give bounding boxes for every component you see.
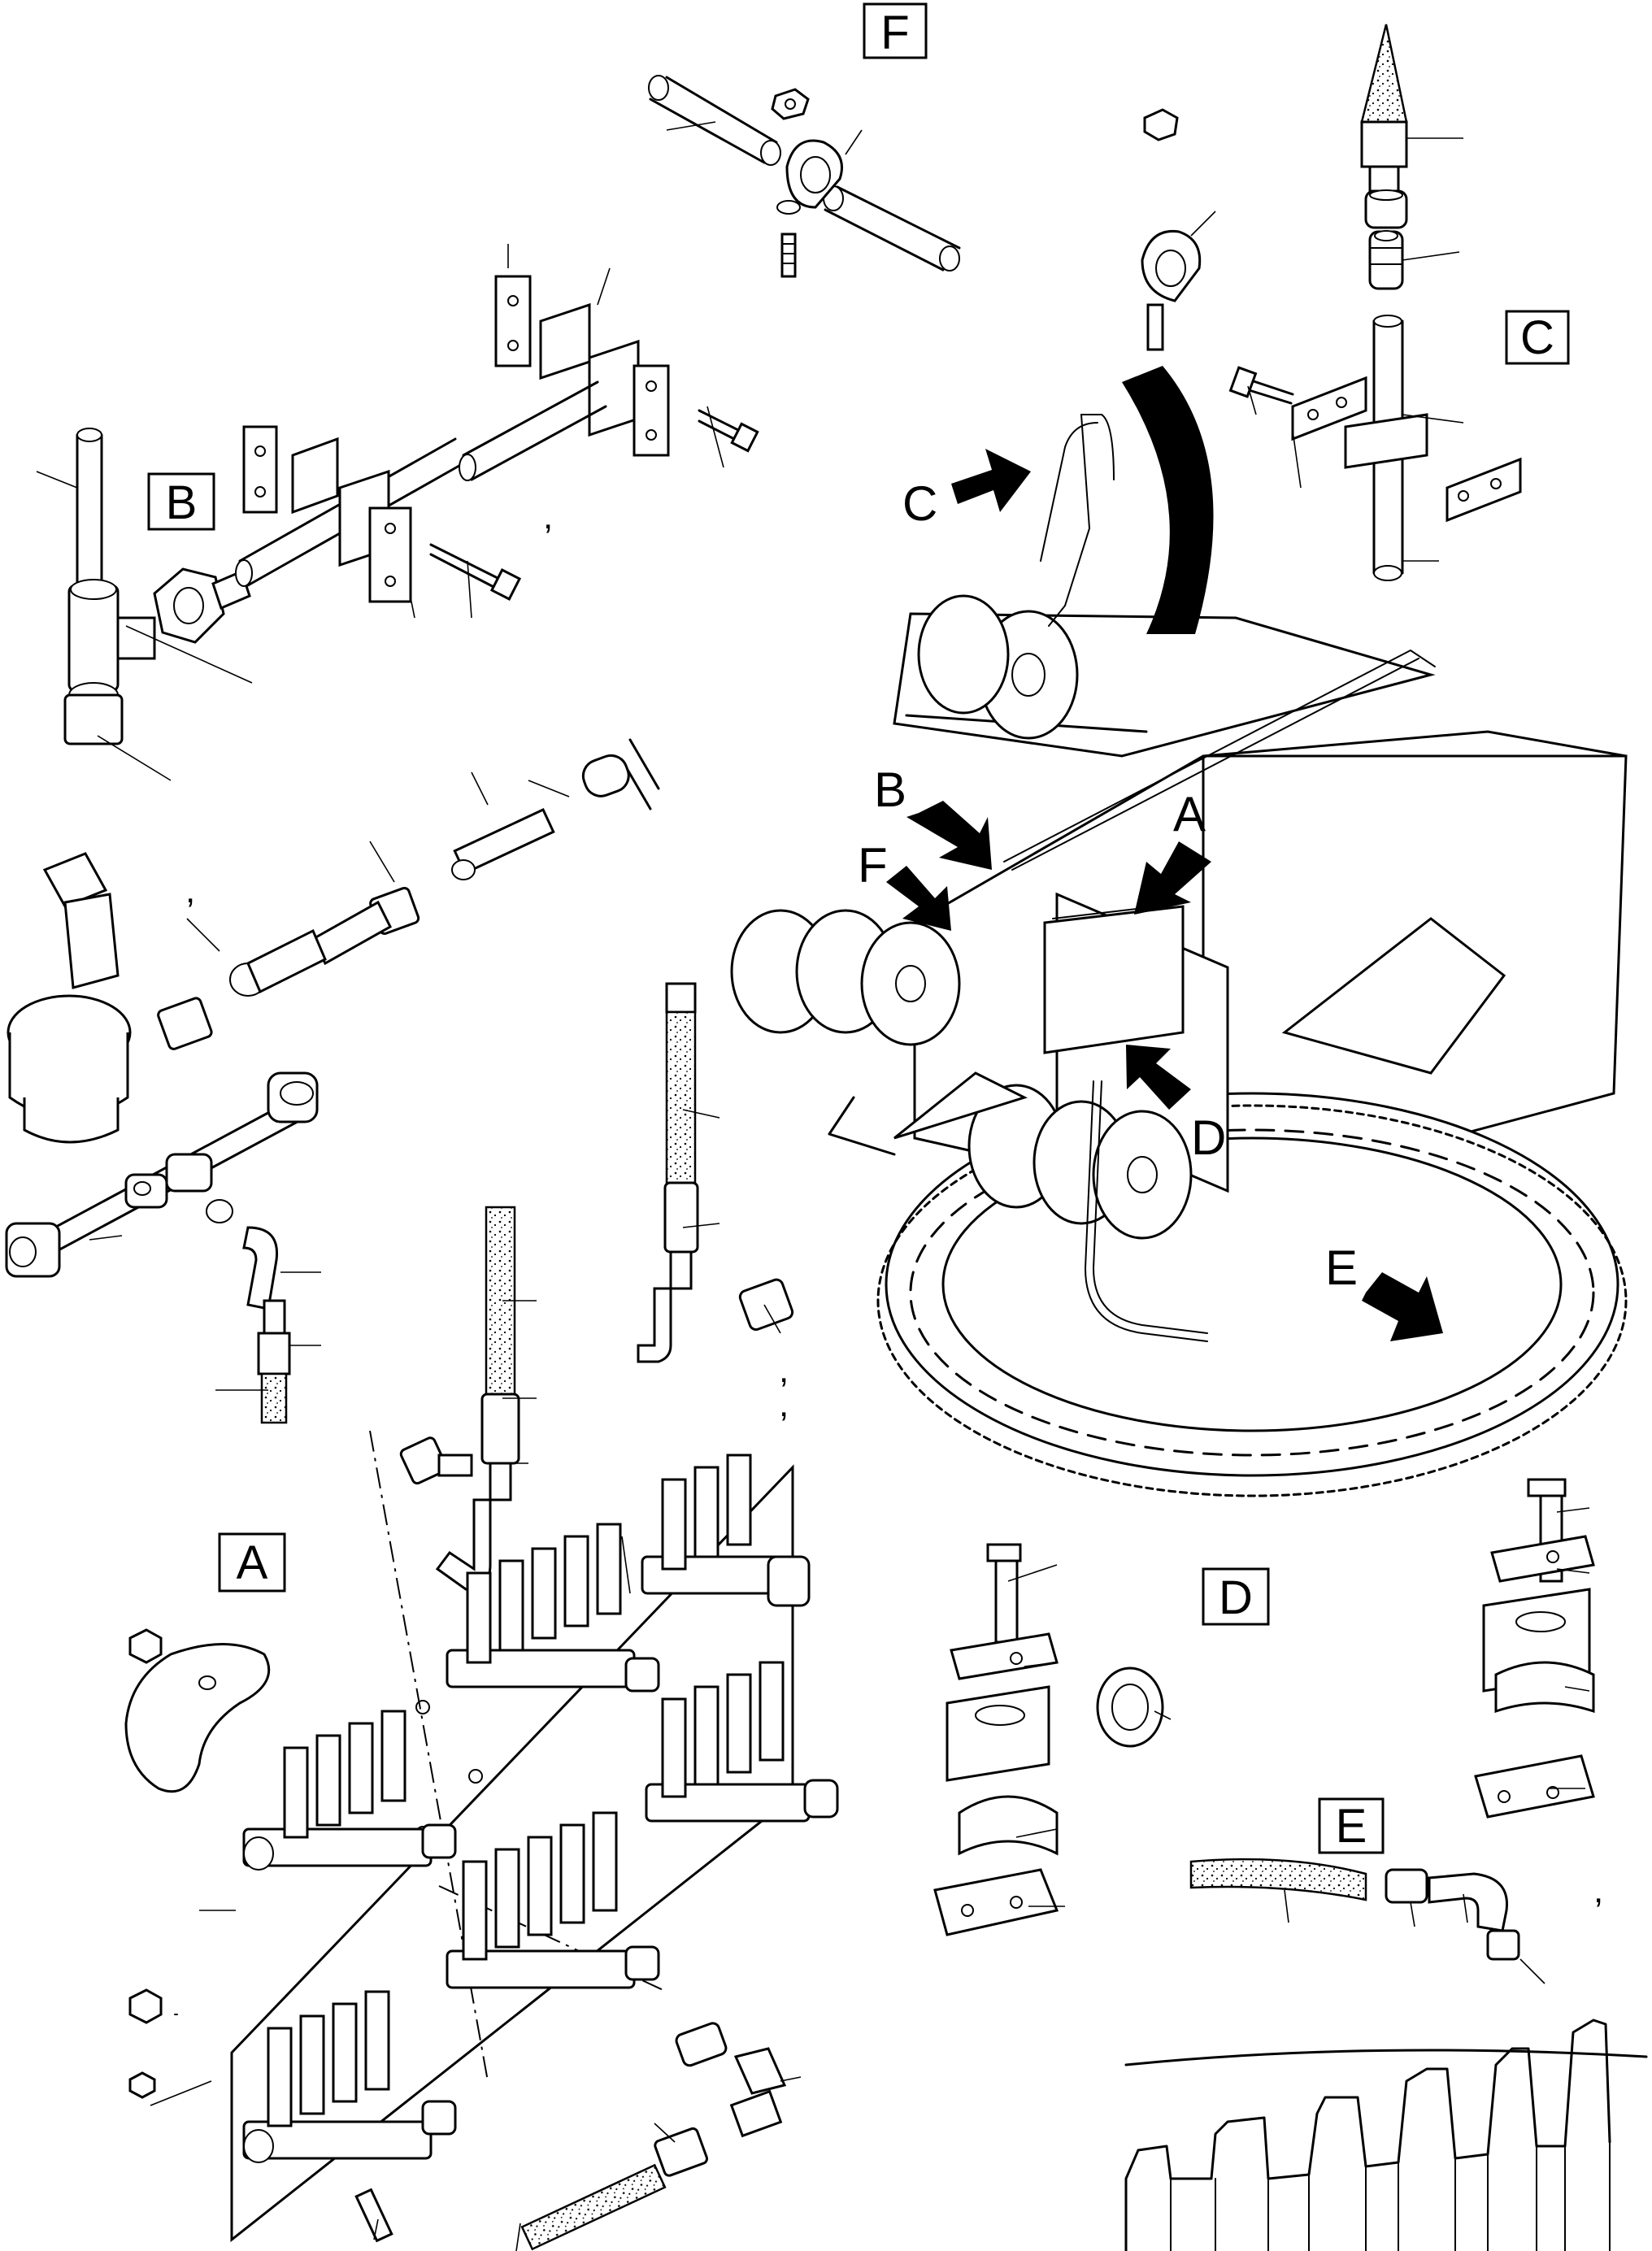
tee-fitting-b xyxy=(63,579,156,745)
svg-text:A: A xyxy=(1173,787,1206,841)
sheave-set-lower xyxy=(967,1084,1193,1240)
pipe-segment-right xyxy=(823,185,961,272)
distribution-block-mount xyxy=(1043,903,1185,1054)
pipe-clamp-f xyxy=(785,139,843,209)
elbow-fitting-e xyxy=(1428,1872,1520,1961)
svg-text:C: C xyxy=(902,476,937,531)
center-hose-assemblies: , , xyxy=(399,982,794,1591)
ring-gear-teeth-section xyxy=(1124,2019,1648,2251)
vertical-tube-b xyxy=(76,428,103,587)
boom-gusset xyxy=(828,1071,1028,1156)
pointer-e: E xyxy=(1325,1241,1443,1341)
detail-c-assembly: C xyxy=(1228,24,1570,581)
distributor-block-5 xyxy=(446,1811,636,1989)
sheave-set-middle xyxy=(730,909,961,1046)
bolt-b xyxy=(429,543,522,601)
separator-comma: , xyxy=(779,1350,789,1390)
callout-box-f xyxy=(863,2,928,59)
pointer-d: D xyxy=(1126,1045,1226,1165)
callout-label-f: F xyxy=(880,7,909,59)
svg-text:E: E xyxy=(1325,1241,1358,1295)
svg-text:D: D xyxy=(1191,1110,1226,1165)
hose-segment-left xyxy=(451,738,660,880)
callout-label-b: B xyxy=(166,476,198,529)
nut-f xyxy=(771,88,810,120)
main-boom-assembly: C B F A D E xyxy=(730,366,1628,1497)
grease-line-routing xyxy=(1003,414,1436,1342)
pointer-f: F xyxy=(858,838,951,931)
connector-c xyxy=(1368,230,1404,290)
bolt-f xyxy=(780,232,797,278)
grease-fitting-group: , xyxy=(5,738,660,1424)
clamp-half-upper-b xyxy=(242,425,339,515)
adapter-upper-center xyxy=(738,1278,794,1331)
detail-e-assembly: E , xyxy=(1124,1797,1648,2251)
detail-d-clamp-sets: D xyxy=(933,1478,1595,1936)
svg-text:F: F xyxy=(858,838,888,893)
pipe-segment-left xyxy=(648,75,781,166)
pointer-b: B xyxy=(874,763,992,870)
callout-box-a xyxy=(218,1532,286,1593)
lube-pump-cartridge xyxy=(7,852,132,1144)
separator-comma: , xyxy=(185,871,195,910)
swivel-elbow xyxy=(206,1199,291,1424)
distributor-block-1 xyxy=(242,1710,433,1871)
boom-pipe-clamp xyxy=(1141,108,1216,351)
detail-f-assembly: F xyxy=(648,2,961,278)
nuts-and-bolts-a xyxy=(128,1628,393,2243)
detail-b-clamp-stack: B xyxy=(36,244,759,781)
pointer-c: C xyxy=(902,449,1031,531)
bolt-c xyxy=(1228,366,1294,405)
pipe-coupling-left xyxy=(229,886,420,997)
clamp-set-d-right xyxy=(1474,1478,1595,1819)
clamp-set-d-left xyxy=(933,1543,1059,1936)
hose-upper-center xyxy=(637,982,699,1363)
connector-fittings-a xyxy=(421,1657,660,2136)
washer-f xyxy=(776,200,801,215)
pointer-a: A xyxy=(1134,787,1211,915)
inlet-hose-a xyxy=(520,2022,787,2251)
callout-label-c: C xyxy=(1520,311,1554,364)
callout-box-e xyxy=(1318,1797,1385,1854)
callout-box-c xyxy=(1505,310,1570,365)
manifold-rail xyxy=(5,1071,319,1278)
hose-e xyxy=(1189,1858,1367,1901)
nipple-left xyxy=(157,997,213,1050)
sheave-set-upper xyxy=(917,594,1079,740)
callout-label-a: A xyxy=(237,1536,268,1589)
callout-box-d xyxy=(1202,1567,1270,1626)
clamp-half-lower-b xyxy=(338,469,412,603)
nut-b xyxy=(153,567,225,644)
distributor-block-4 xyxy=(242,1990,433,2163)
detail-a-distribution-panel: A xyxy=(124,1430,839,2251)
adapter-middle-center xyxy=(399,1436,473,1485)
conical-strainer xyxy=(1360,24,1408,193)
distributor-block-6 xyxy=(645,1661,839,1823)
svg-text:B: B xyxy=(874,763,906,817)
nut-e xyxy=(1385,1868,1428,1904)
callout-label-d: D xyxy=(1219,1571,1253,1624)
callout-box-b xyxy=(147,472,215,531)
callout-label-e: E xyxy=(1336,1800,1367,1853)
separator-comma: , xyxy=(543,497,553,537)
grease-hose-bend xyxy=(1122,366,1214,634)
nut-c xyxy=(1364,189,1408,229)
distributor-block-3 xyxy=(641,1454,811,1607)
rubber-grommet-d xyxy=(1096,1667,1164,1748)
separator-comma: , xyxy=(779,1384,789,1424)
cover-plate-a xyxy=(124,1643,271,1793)
separator-comma: , xyxy=(1593,1871,1603,1910)
distributor-block-2 xyxy=(446,1523,636,1688)
clamp-c xyxy=(1291,376,1522,523)
upper-clamp-pair-b xyxy=(459,275,759,481)
